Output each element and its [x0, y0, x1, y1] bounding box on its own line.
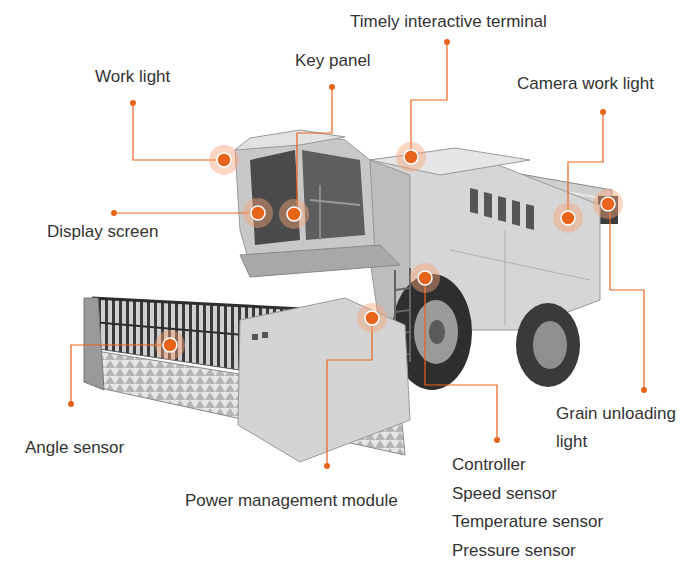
- rear-wheel: [516, 303, 580, 387]
- leader-end-dot: [600, 109, 606, 115]
- leader-line: [327, 326, 372, 466]
- rear-wheel: [533, 321, 567, 369]
- marker-halo: [155, 142, 623, 360]
- marker-dot: [251, 206, 265, 220]
- ladder: [395, 288, 410, 290]
- marker-dot: [365, 311, 379, 325]
- marker-dot: [163, 150, 615, 352]
- marker-halo: [410, 263, 440, 293]
- leader-end-dot: [494, 437, 500, 443]
- leader-end-dot: [444, 39, 450, 45]
- part-label: Speed sensor: [452, 483, 557, 505]
- cab: [235, 130, 400, 277]
- part-label: Camera work light: [517, 73, 654, 95]
- leader-line: [425, 286, 497, 440]
- part-label: Work light: [95, 66, 170, 88]
- marker-halo: [357, 303, 387, 333]
- marker-dot: [418, 271, 432, 285]
- ladder: [395, 310, 410, 312]
- leader-line: [71, 345, 162, 404]
- part-label: Pressure sensor: [452, 540, 576, 562]
- cab: [310, 200, 360, 205]
- leader-end-dot: [130, 100, 136, 106]
- grain-tank-body: [512, 200, 520, 226]
- feeder-side-panel: [262, 332, 268, 338]
- grain-tank-body: [498, 196, 506, 222]
- marker-dot: [217, 153, 231, 167]
- leader-line: [133, 103, 216, 160]
- marker-dot: [404, 150, 418, 164]
- grain-tank-body: [470, 188, 478, 214]
- cab: [250, 150, 300, 245]
- cab: [302, 150, 365, 240]
- part-label: Key panel: [295, 50, 371, 72]
- feeder-side-panel: [252, 334, 258, 340]
- rear-wheel: [516, 303, 580, 387]
- grain-tank-body: [450, 250, 590, 280]
- grain-tank-body: [484, 192, 492, 218]
- header: [84, 298, 104, 390]
- leader-end-dot: [68, 401, 74, 407]
- marker-halo: [593, 189, 623, 219]
- part-label: Angle sensor: [25, 437, 124, 459]
- grain-tank-body: [526, 204, 534, 230]
- leader-end-dot: [641, 387, 647, 393]
- leader-line: [71, 42, 644, 466]
- part-label: Temperature sensor: [452, 511, 603, 533]
- marker-halo: [279, 199, 309, 229]
- part-label: Display screen: [47, 221, 159, 243]
- leader-line: [297, 87, 332, 206]
- part-label: Controller: [452, 454, 526, 476]
- part-label: Timely interactive terminal: [350, 11, 547, 33]
- leader-line: [610, 212, 644, 390]
- cab: [319, 185, 321, 240]
- part-label: Power management module: [185, 490, 398, 512]
- marker-dot: [163, 338, 177, 352]
- leader-end-dot: [329, 84, 335, 90]
- marker-halo: [553, 203, 583, 233]
- leader-end-dot: [111, 210, 117, 216]
- marker-dot: [561, 211, 575, 225]
- leader-line: [114, 212, 250, 213]
- marker-dot: [287, 207, 301, 221]
- feeder-side-panel: [238, 298, 410, 462]
- front-wheel: [429, 320, 445, 344]
- cab: [240, 245, 400, 277]
- marker-halo: [243, 198, 273, 228]
- leader-end-dot: [324, 463, 330, 469]
- leader-line: [411, 42, 447, 150]
- marker-halo: [396, 142, 426, 172]
- marker-halo: [209, 145, 239, 175]
- marker-dot: [601, 197, 615, 211]
- front-wheel: [414, 300, 458, 364]
- part-label: Grain unloading light: [556, 400, 696, 456]
- cab: [235, 133, 375, 265]
- marker-halo: [155, 330, 185, 360]
- grain-tank-body: [505, 230, 506, 325]
- feeder-side-panel: [238, 298, 410, 462]
